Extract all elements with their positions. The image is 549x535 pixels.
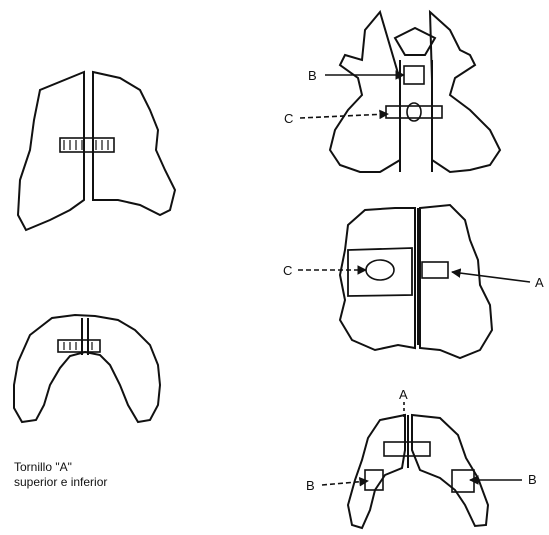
leader-b-bottom-left — [322, 481, 368, 485]
label-c-mid: C — [283, 263, 292, 278]
caption-line-2: superior e inferior — [14, 475, 107, 490]
horseshoe-appliance-figure — [14, 315, 160, 422]
label-b-bottom-left: B — [306, 478, 315, 493]
bottom-right-leader-lines — [322, 402, 522, 485]
bottom-right-appliance-figure — [348, 415, 488, 528]
label-a-bottom: A — [399, 387, 408, 402]
caption-line-1: Tornillo "A" — [14, 460, 107, 475]
top-right-appliance-figure — [330, 12, 500, 172]
middle-right-appliance-figure — [340, 205, 492, 358]
label-c-top: C — [284, 111, 293, 126]
leader-a-mid — [452, 272, 530, 282]
label-b-bottom-right: B — [528, 472, 537, 487]
label-b-top: B — [308, 68, 317, 83]
figure-caption: Tornillo "A" superior e inferior — [14, 460, 107, 490]
label-a-mid: A — [535, 275, 544, 290]
split-plate-figure — [18, 72, 175, 230]
